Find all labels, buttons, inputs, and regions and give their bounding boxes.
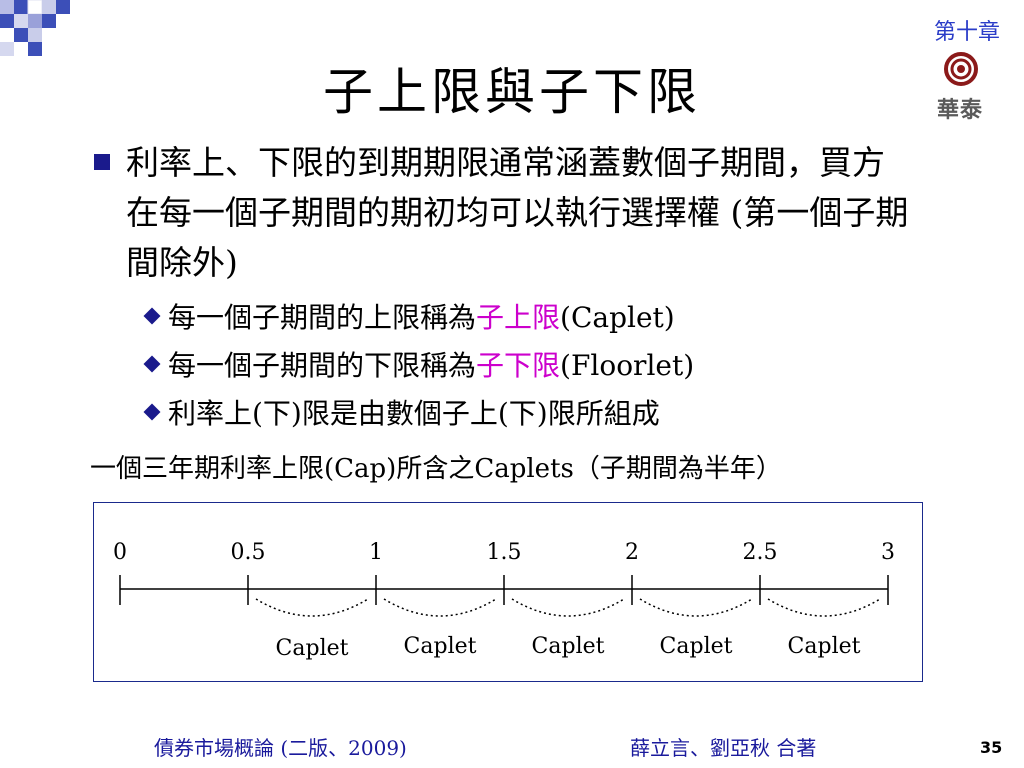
caplet-arc xyxy=(383,598,497,617)
timeline-tick-label: 2 xyxy=(625,540,639,565)
sub-bullet-prefix: 每一個子期間的上限稱為 xyxy=(168,301,477,334)
diamond-bullet-icon xyxy=(143,355,161,372)
caplet-label: Caplet xyxy=(276,636,349,661)
caplet-label: Caplet xyxy=(404,634,477,659)
chapter-label: 第十章 xyxy=(933,20,1000,45)
sub-bullet-highlight: 子下限 xyxy=(476,349,561,382)
sub-bullet-highlight: 子上限 xyxy=(476,301,561,334)
publisher-logo: 華泰 xyxy=(922,52,998,124)
timeline-tick-label: 0.5 xyxy=(231,540,266,565)
main-bullet: 利率上、下限的到期期限通常涵蓋數個子期間，買方在每一個子期間的期初均可以執行選擇… xyxy=(94,138,914,288)
sub-bullet-prefix: 利率上(下)限是由數個子上(下)限所組成 xyxy=(168,397,660,430)
caplet-arc xyxy=(639,598,753,617)
sub-bullet: 每一個子期間的上限稱為子上限(Caplet) xyxy=(143,296,675,336)
timeline-tick-label: 1.5 xyxy=(487,540,522,565)
caplet-arc xyxy=(255,598,369,617)
sub-bullet-suffix: (Floorlet) xyxy=(560,349,695,382)
footer-authors: 薛立言、劉亞秋 合著 xyxy=(630,736,817,760)
sub-bullet: 利率上(下)限是由數個子上(下)限所組成 xyxy=(143,392,660,432)
caplet-arc xyxy=(511,598,625,617)
caplet-label: Caplet xyxy=(532,634,605,659)
caplet-label: Caplet xyxy=(660,634,733,659)
sub-bullet-prefix: 每一個子期間的下限稱為 xyxy=(168,349,477,382)
caplet-arc xyxy=(767,598,881,617)
caplet-label: Caplet xyxy=(788,634,861,659)
timeline-tick-label: 0 xyxy=(113,540,127,565)
diamond-bullet-icon xyxy=(143,307,161,324)
main-bullet-text: 利率上、下限的到期期限通常涵蓋數個子期間，買方在每一個子期間的期初均可以執行選擇… xyxy=(126,143,909,282)
sub-bullet-suffix: (Caplet) xyxy=(560,301,675,334)
timeline-tick-label: 3 xyxy=(881,540,895,565)
sub-bullet: 每一個子期間的下限稱為子下限(Floorlet) xyxy=(143,344,695,384)
timeline-tick-label: 1 xyxy=(369,540,383,565)
square-bullet-icon xyxy=(94,154,110,170)
footer-book-title: 債券市場概論 (二版、2009) xyxy=(154,736,407,760)
logo-ring-icon xyxy=(944,52,978,86)
diagram-caption: 一個三年期利率上限(Cap)所含之Caplets（子期間為半年） xyxy=(90,454,782,484)
diamond-bullet-icon xyxy=(143,403,161,420)
timeline-tick-label: 2.5 xyxy=(743,540,778,565)
slide-title: 子上限與子下限 xyxy=(323,63,701,121)
page-number: 35 xyxy=(980,738,1003,757)
corner-decoration xyxy=(0,0,70,56)
logo-text: 華泰 xyxy=(936,98,983,123)
